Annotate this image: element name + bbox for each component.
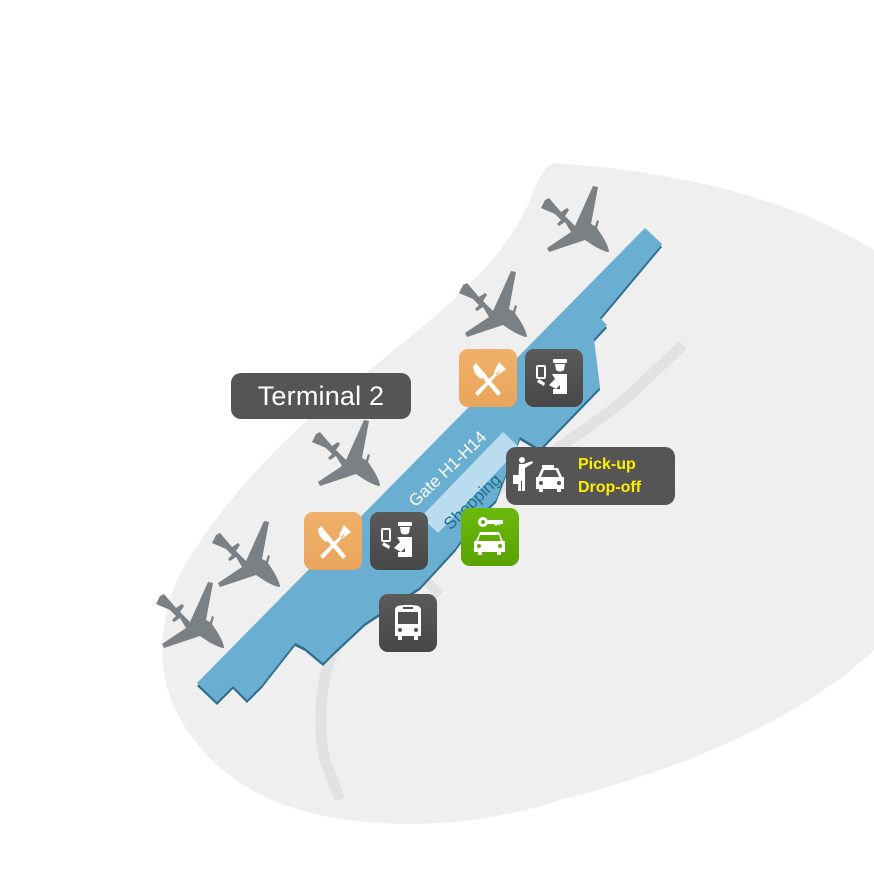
bus-poi[interactable] <box>379 594 437 652</box>
passport-control-icon <box>381 522 412 557</box>
restaurant-poi[interactable] <box>459 349 517 407</box>
passport-control-icon <box>536 359 567 394</box>
restaurant-poi[interactable] <box>304 512 362 570</box>
passport-control-poi[interactable] <box>370 512 428 570</box>
terminal-building[interactable] <box>197 228 662 702</box>
shopping-area[interactable] <box>421 432 520 533</box>
pickup-label: Pick-up <box>578 456 636 473</box>
fork-knife-icon <box>318 525 351 559</box>
passport-control-poi[interactable] <box>525 349 583 407</box>
terminal-label[interactable]: Terminal 2 <box>231 373 411 419</box>
fork-knife-icon <box>473 362 506 396</box>
car-key-icon <box>474 517 505 555</box>
bus-icon <box>395 605 421 640</box>
dropoff-label: Drop-off <box>578 479 642 496</box>
pickup-dropoff-poi[interactable]: Pick-up Drop-off <box>506 447 675 505</box>
taxi-passenger-icon <box>513 457 564 492</box>
car-rental-poi[interactable] <box>461 508 519 566</box>
